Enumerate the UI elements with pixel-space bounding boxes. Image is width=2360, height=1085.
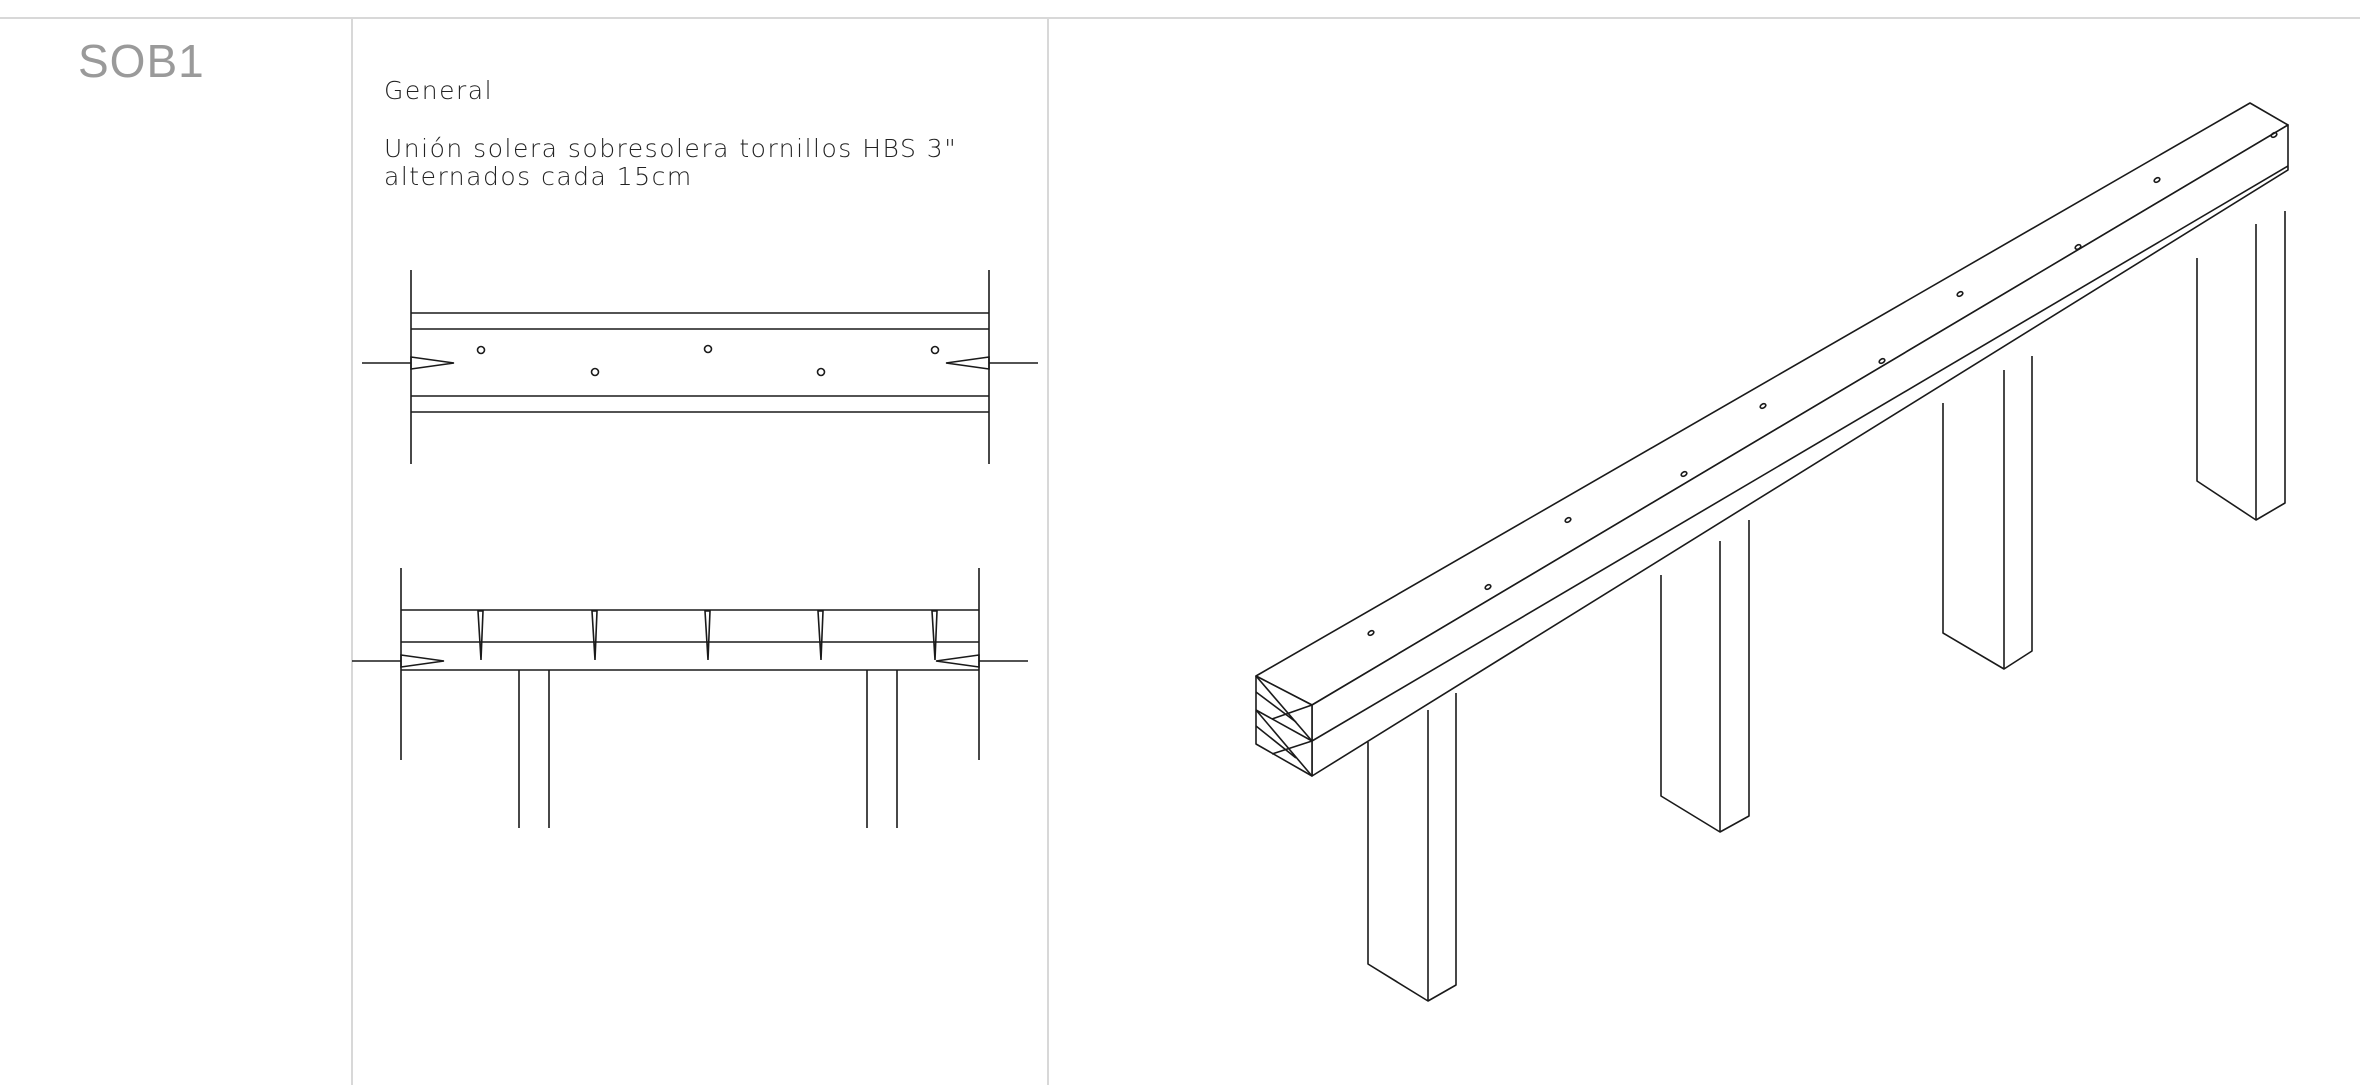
plan-break-left	[362, 356, 455, 370]
elev-break-right	[935, 654, 1028, 668]
column-divider-left	[351, 18, 353, 1085]
plan-screw	[930, 345, 940, 355]
plan-break-right	[945, 356, 1038, 370]
section-title: General	[384, 76, 494, 105]
elev-screws	[477, 610, 938, 661]
plan-screw	[590, 367, 600, 377]
column-divider-right	[1047, 18, 1049, 1085]
description-line-2: alternados cada 15cm	[384, 162, 693, 191]
sheet-top-border	[0, 17, 2360, 19]
elev-screw	[591, 610, 598, 661]
plan-screw	[703, 344, 713, 354]
iso-screw-holes	[1367, 131, 2278, 637]
plan-screw-holes	[476, 344, 940, 377]
description-line-1: Unión solera sobresolera tornillos HBS 3…	[384, 134, 958, 163]
detail-code: SOB1	[78, 35, 205, 87]
iso-post	[2196, 211, 2286, 521]
elev-screw	[477, 610, 484, 661]
elev-break-left	[352, 654, 445, 668]
elev-screw	[931, 610, 938, 661]
plan-screw	[816, 367, 826, 377]
iso-post	[1367, 693, 1457, 1002]
iso-beam	[1255, 102, 2289, 777]
iso-post	[1660, 520, 1750, 833]
iso-post	[1942, 356, 2033, 670]
elev-screw	[704, 610, 711, 661]
plan-screw	[476, 345, 486, 355]
elev-screw	[817, 610, 824, 661]
